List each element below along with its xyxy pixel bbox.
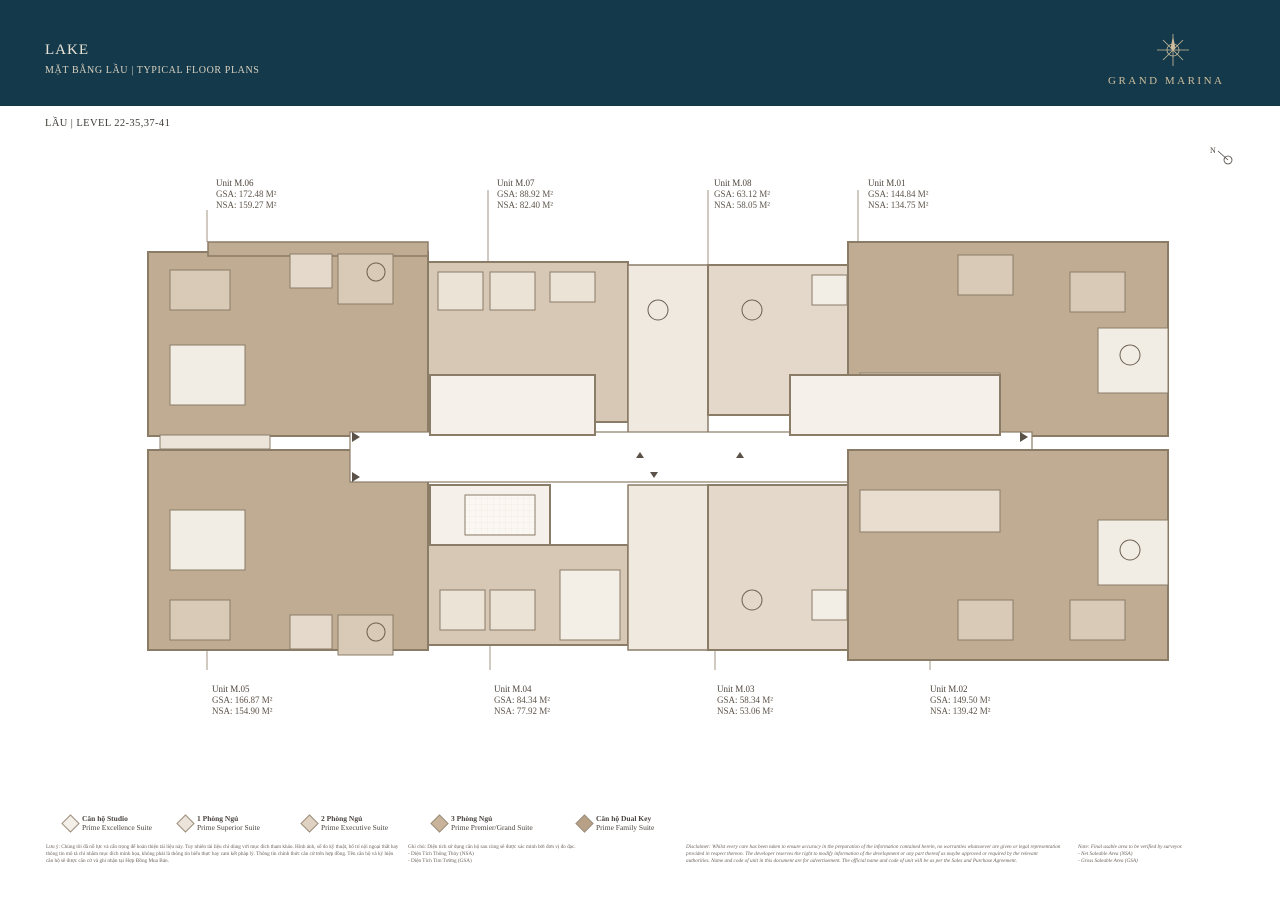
- compass-logo-icon: [1157, 34, 1189, 66]
- legend-sublabel: Prime Executive Suite: [321, 823, 389, 832]
- unit-nsa: NSA: 53.06 M²: [717, 706, 773, 716]
- unit-nsa: NSA: 82.40 M²: [497, 200, 553, 210]
- legend-item-dualkey: Căn hộ Dual Key Prime Family Suite: [575, 814, 655, 833]
- legend-label: 2 Phòng Ngủ: [321, 814, 363, 823]
- legend-label: Căn hộ Dual Key: [596, 814, 652, 823]
- unit-m02-area: [847, 449, 1169, 661]
- brand-wordmark: GRAND MARINA: [1108, 75, 1225, 87]
- unit-label-m06: Unit M.06 GSA: 172.48 M² NSA: 159.27 M²: [216, 178, 276, 211]
- area-note-gsa: - Diện Tích Tim Tường (GSA): [408, 858, 472, 864]
- page-title: LAKE: [45, 42, 89, 58]
- unit-label-m07: Unit M.07 GSA: 88.92 M² NSA: 82.40 M²: [497, 178, 553, 211]
- core-top: [429, 374, 1001, 436]
- legend-label: Căn hộ Studio: [82, 814, 128, 823]
- level-label: LẦU | LEVEL 22-35,37-41: [45, 118, 171, 129]
- vn-disclaimer: Lưu ý: Chúng tôi đã nỗ lực và cẩn trọng …: [46, 844, 399, 864]
- legend-swatch: [430, 814, 449, 833]
- usable-area-note: Note: Final usable area to be verified b…: [1078, 844, 1238, 865]
- unit-name: Unit M.07: [497, 178, 535, 188]
- unit-label-m02: Unit M.02 GSA: 149.50 M² NSA: 139.42 M²: [930, 684, 990, 717]
- floor-plan: [147, 190, 1169, 670]
- unit-label-m04: Unit M.04 GSA: 84.34 M² NSA: 77.92 M²: [494, 684, 550, 717]
- unit-gsa: GSA: 58.34 M²: [717, 695, 773, 705]
- unit-name: Unit M.01: [868, 178, 906, 188]
- unit-nsa: NSA: 154.90 M²: [212, 706, 273, 716]
- unit-label-m05: Unit M.05 GSA: 166.87 M² NSA: 154.90 M²: [212, 684, 272, 717]
- legend-item-3br: 3 Phòng Ngủ Prime Premier/Grand Suite: [430, 814, 533, 833]
- unit-m06-area: [147, 241, 429, 450]
- legend-sublabel: Prime Premier/Grand Suite: [451, 823, 533, 832]
- legend-label: 3 Phòng Ngủ: [451, 814, 493, 823]
- note-nsa: - Net Saleable Area (NSA): [1078, 851, 1133, 857]
- legend-item-1br: 1 Phòng Ngủ Prime Superior Suite: [176, 814, 260, 833]
- legend-label: 1 Phòng Ngủ: [197, 814, 239, 823]
- unit-m03-area: [627, 484, 849, 651]
- en-disclaimer: Disclaimer: Whilst every care has been t…: [686, 844, 1061, 864]
- unit-name: Unit M.06: [216, 178, 254, 188]
- unit-gsa: GSA: 88.92 M²: [497, 189, 553, 199]
- legend-item-2br: 2 Phòng Ngủ Prime Executive Suite: [300, 814, 389, 833]
- unit-m05-area: [147, 449, 429, 656]
- legend-sublabel: Prime Excellence Suite: [82, 823, 152, 832]
- legend-swatch: [61, 814, 80, 833]
- unit-m04-area: [427, 544, 629, 646]
- unit-name: Unit M.02: [930, 684, 968, 694]
- note-title: Note: Final usable area to be verified b…: [1078, 844, 1183, 850]
- unit-label-m01: Unit M.01 GSA: 144.84 M² NSA: 134.75 M²: [868, 178, 928, 211]
- unit-label-m03: Unit M.03 GSA: 58.34 M² NSA: 53.06 M²: [717, 684, 773, 717]
- unit-gsa: GSA: 63.12 M²: [714, 189, 770, 199]
- unit-nsa: NSA: 77.92 M²: [494, 706, 550, 716]
- unit-gsa: GSA: 144.84 M²: [868, 189, 929, 199]
- unit-nsa: NSA: 134.75 M²: [868, 200, 929, 210]
- legend-swatch: [575, 814, 594, 833]
- unit-nsa: NSA: 58.05 M²: [714, 200, 770, 210]
- unit-name: Unit M.08: [714, 178, 752, 188]
- unit-name: Unit M.03: [717, 684, 755, 694]
- area-note-title: Ghi chú: Diện tích sử dụng căn hộ sau cù…: [408, 844, 576, 850]
- unit-nsa: NSA: 159.27 M²: [216, 200, 277, 210]
- legend-swatch: [300, 814, 319, 833]
- area-note: Ghi chú: Diện tích sử dụng căn hộ sau cù…: [408, 844, 648, 865]
- unit-nsa: NSA: 139.42 M²: [930, 706, 991, 716]
- legend-swatch: [176, 814, 195, 833]
- note-gsa: - Gross Saleable Area (GSA): [1078, 858, 1138, 864]
- unit-name: Unit M.04: [494, 684, 532, 694]
- north-letter: N: [1210, 146, 1216, 155]
- page-subtitle: MẶT BẰNG LẦU | TYPICAL FLOOR PLANS: [45, 65, 260, 76]
- area-note-nsa: - Diện Tích Thông Thủy (NSA): [408, 851, 474, 857]
- unit-label-m08: Unit M.08 GSA: 63.12 M² NSA: 58.05 M²: [714, 178, 770, 211]
- north-arrow-icon: N: [1210, 146, 1233, 165]
- unit-gsa: GSA: 166.87 M²: [212, 695, 273, 705]
- leader-lines: [206, 190, 931, 670]
- unit-gsa: GSA: 149.50 M²: [930, 695, 991, 705]
- legend-item-studio: Căn hộ Studio Prime Excellence Suite: [61, 814, 152, 833]
- unit-name: Unit M.05: [212, 684, 250, 694]
- unit-gsa: GSA: 172.48 M²: [216, 189, 277, 199]
- legend-sublabel: Prime Superior Suite: [197, 823, 260, 832]
- unit-gsa: GSA: 84.34 M²: [494, 695, 550, 705]
- header-bar: LAKE MẶT BẰNG LẦU | TYPICAL FLOOR PLANS …: [0, 0, 1280, 106]
- legend-sublabel: Prime Family Suite: [596, 823, 655, 832]
